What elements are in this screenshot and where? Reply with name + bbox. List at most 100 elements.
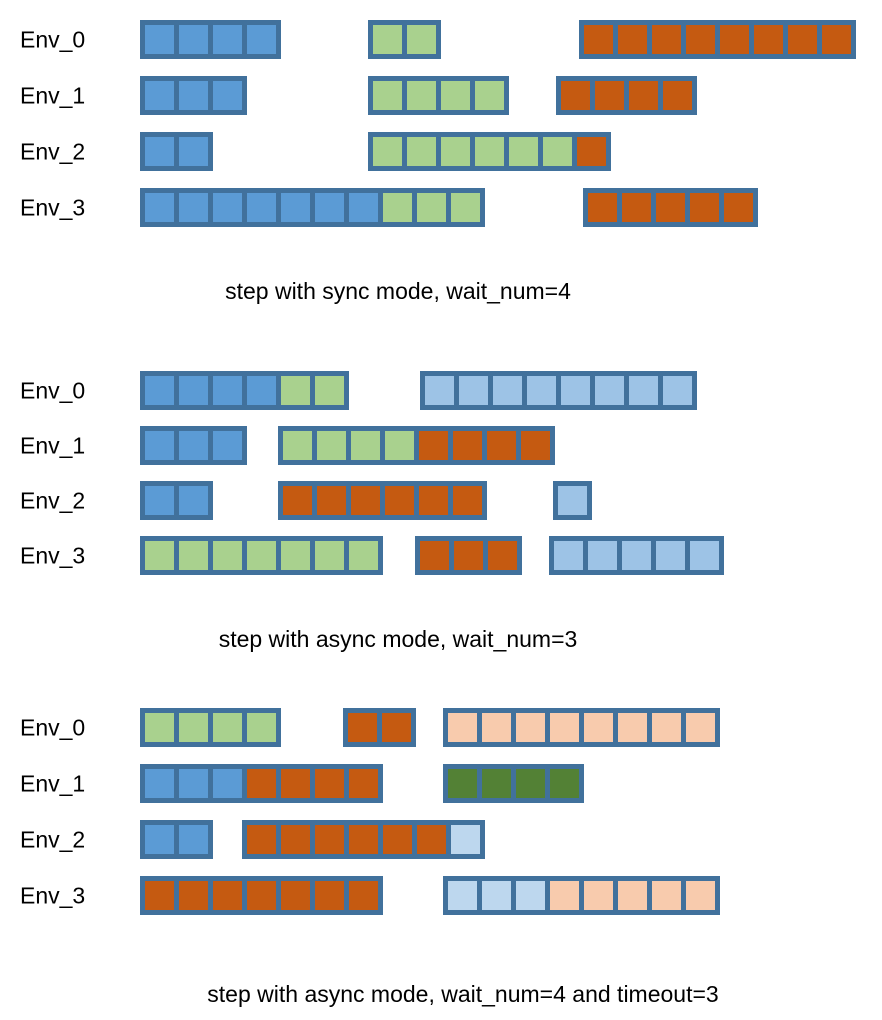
step-cell-orange xyxy=(577,137,606,166)
step-cell-blue xyxy=(145,486,174,515)
step-cell-orange xyxy=(247,825,276,854)
step-bar xyxy=(443,708,720,747)
step-cell-orange xyxy=(686,25,715,54)
step-cell-orange xyxy=(595,81,624,110)
step-cell-green xyxy=(417,193,446,222)
step-cell-lightblue xyxy=(690,541,719,570)
step-cell-peach xyxy=(686,881,715,910)
step-cell-orange xyxy=(788,25,817,54)
step-cell-green xyxy=(383,193,412,222)
step-cell-orange xyxy=(145,881,174,910)
step-bar xyxy=(415,536,522,575)
step-cell-green xyxy=(281,541,310,570)
step-bar xyxy=(368,76,509,115)
step-cell-orange xyxy=(822,25,851,54)
step-cell-lightblue xyxy=(459,376,488,405)
step-cell-blue xyxy=(213,25,242,54)
step-cell-green xyxy=(475,137,504,166)
step-bar xyxy=(140,132,213,171)
step-cell-blue xyxy=(179,25,208,54)
step-cell-orange xyxy=(453,431,482,460)
step-cell-paleblue xyxy=(448,881,477,910)
step-bar xyxy=(443,876,720,915)
step-cell-orange xyxy=(754,25,783,54)
step-cell-orange xyxy=(281,881,310,910)
step-bar xyxy=(140,20,281,59)
step-bar xyxy=(140,481,213,520)
step-bar xyxy=(343,708,416,747)
step-cell-blue xyxy=(145,431,174,460)
step-cell-orange xyxy=(588,193,617,222)
step-cell-orange xyxy=(179,881,208,910)
step-cell-blue xyxy=(247,193,276,222)
step-cell-blue xyxy=(247,25,276,54)
step-cell-blue xyxy=(145,137,174,166)
step-cell-blue xyxy=(213,376,242,405)
step-cell-blue xyxy=(145,81,174,110)
panel-caption-2: step with async mode, wait_num=3 xyxy=(218,626,578,652)
env-label-panel1-env_0: Env_0 xyxy=(20,26,86,52)
step-cell-green xyxy=(373,25,402,54)
step-cell-green xyxy=(385,431,414,460)
step-bar xyxy=(140,371,349,410)
step-bar xyxy=(140,876,383,915)
step-cell-orange xyxy=(420,541,449,570)
env-label-panel2-env_0: Env_0 xyxy=(20,377,86,403)
step-cell-orange xyxy=(317,486,346,515)
panel-caption-1: step with sync mode, wait_num=4 xyxy=(225,278,571,304)
step-cell-orange xyxy=(419,486,448,515)
env-label-panel1-env_1: Env_1 xyxy=(20,82,86,108)
step-cell-darkgreen xyxy=(448,769,477,798)
step-cell-blue xyxy=(179,81,208,110)
step-bar xyxy=(140,708,281,747)
step-cell-green xyxy=(283,431,312,460)
step-cell-orange xyxy=(348,713,377,742)
step-cell-orange xyxy=(417,825,446,854)
step-cell-orange xyxy=(652,25,681,54)
step-cell-peach xyxy=(516,713,545,742)
step-cell-peach xyxy=(448,713,477,742)
step-cell-blue xyxy=(145,193,174,222)
step-cell-lightblue xyxy=(629,376,658,405)
step-cell-green xyxy=(247,541,276,570)
step-cell-orange xyxy=(690,193,719,222)
step-cell-blue xyxy=(213,769,242,798)
step-cell-peach xyxy=(584,713,613,742)
step-cell-paleblue xyxy=(482,881,511,910)
env-label-panel3-env_1: Env_1 xyxy=(20,770,86,796)
step-bar xyxy=(140,764,383,803)
step-bar xyxy=(140,536,383,575)
step-cell-green xyxy=(317,431,346,460)
step-cell-orange xyxy=(454,541,483,570)
step-cell-green xyxy=(451,193,480,222)
step-cell-orange xyxy=(247,881,276,910)
step-cell-lightblue xyxy=(493,376,522,405)
step-cell-orange xyxy=(584,25,613,54)
step-bar xyxy=(549,536,724,575)
step-cell-peach xyxy=(584,881,613,910)
step-cell-orange xyxy=(383,825,412,854)
step-cell-orange xyxy=(283,486,312,515)
step-bar xyxy=(420,371,697,410)
step-bar xyxy=(140,820,213,859)
step-cell-green xyxy=(315,376,344,405)
step-cell-blue xyxy=(179,137,208,166)
step-cell-green xyxy=(349,541,378,570)
step-cell-darkgreen xyxy=(516,769,545,798)
step-bar xyxy=(579,20,856,59)
step-cell-orange xyxy=(247,769,276,798)
step-cell-blue xyxy=(213,431,242,460)
step-cell-green xyxy=(179,713,208,742)
panel-caption-3: step with async mode, wait_num=4 and tim… xyxy=(207,981,719,1007)
step-cell-orange xyxy=(724,193,753,222)
step-cell-peach xyxy=(618,713,647,742)
step-cell-orange xyxy=(349,881,378,910)
step-cell-orange xyxy=(385,486,414,515)
step-bar xyxy=(278,426,555,465)
step-bar xyxy=(140,426,247,465)
step-cell-lightblue xyxy=(558,486,587,515)
step-cell-orange xyxy=(349,769,378,798)
step-cell-green xyxy=(179,541,208,570)
env-label-panel2-env_2: Env_2 xyxy=(20,487,86,513)
step-cell-green xyxy=(281,376,310,405)
